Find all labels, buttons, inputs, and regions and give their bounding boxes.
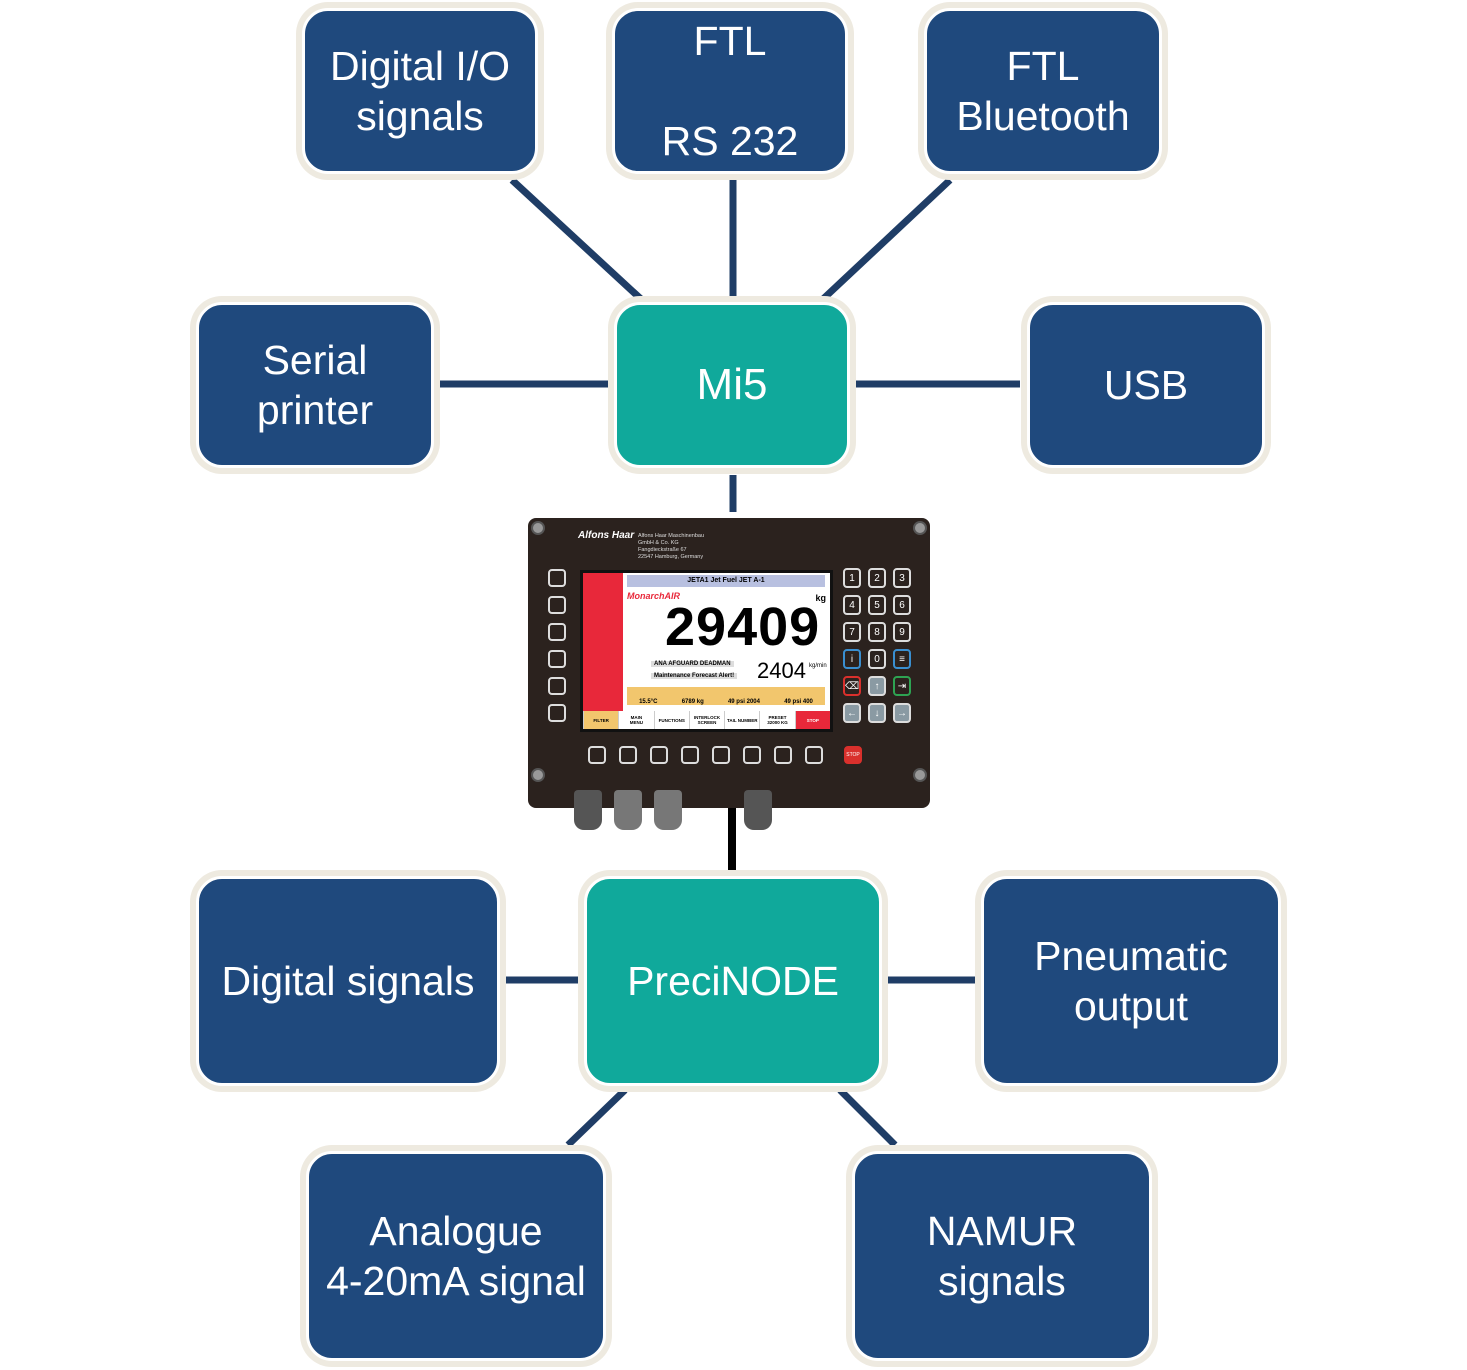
node-ftl-rs232: FTL RS 232 (612, 8, 848, 174)
keypad-key[interactable]: 6 (893, 595, 911, 615)
node-pneumatic-output: Pneumatic output (981, 876, 1281, 1086)
keypad-key[interactable]: 5 (868, 595, 886, 615)
alert-text: Maintenance Forecast Alert! (651, 673, 738, 679)
hose-2-status: 49 psi 400 (784, 699, 813, 705)
bottom-softkey[interactable] (650, 746, 668, 764)
keypad-key[interactable]: 1 (843, 568, 861, 588)
screw-icon (531, 521, 545, 535)
functions-button[interactable]: FUNCTIONS (653, 711, 689, 729)
node-usb: USB (1027, 302, 1265, 468)
bottom-softkey[interactable] (774, 746, 792, 764)
side-softkey[interactable] (548, 623, 566, 641)
side-softkey[interactable] (548, 650, 566, 668)
keypad-key[interactable]: 0 (868, 649, 886, 669)
screw-icon (531, 768, 545, 782)
cable-gland (614, 790, 642, 830)
bottom-softkey[interactable] (805, 746, 823, 764)
keypad-key[interactable]: ≡ (893, 649, 911, 669)
flow-rate-unit: kg/min (809, 663, 827, 669)
line-analogue (565, 1087, 628, 1148)
bottom-softkey[interactable] (588, 746, 606, 764)
node-analogue: Analogue 4-20mA signal (306, 1151, 606, 1361)
node-precinode: PreciNODE (584, 876, 882, 1086)
filter-button[interactable]: FILTER (583, 711, 619, 729)
line-namur (837, 1087, 898, 1148)
bottom-softkey[interactable] (619, 746, 637, 764)
keypad-key[interactable]: i (843, 649, 861, 669)
screen-button-bar: FILTER MAIN MENU FUNCTIONS INTERLOCK SCR… (583, 711, 830, 729)
keypad-key[interactable]: 7 (843, 622, 861, 642)
bottom-softkey[interactable] (712, 746, 730, 764)
interlock-button[interactable]: INTERLOCK SCREEN (688, 711, 724, 729)
unit-label: kg (815, 593, 826, 603)
alfons-haar-logo: Alfons Haar (578, 530, 635, 541)
cable-gland (654, 790, 682, 830)
keypad-key[interactable]: 4 (843, 595, 861, 615)
info-bar: 15.5°C 6789 kg 49 psi 2004 49 psi 400 (627, 687, 825, 705)
keypad-key[interactable]: ⌫ (843, 676, 861, 696)
keypad-key[interactable]: 3 (893, 568, 911, 588)
node-digital-io: Digital I/O signals (302, 8, 538, 174)
stop-button[interactable]: STOP (844, 746, 862, 764)
screw-icon (913, 521, 927, 535)
node-serial-printer: Serial printer (196, 302, 434, 468)
device-screen: JETA1 Jet Fuel JET A-1 MonarchAIR kg 294… (580, 570, 833, 732)
keypad-key[interactable]: ↓ (868, 703, 886, 723)
status-flags: ANA AFGUARD DEADMAN (651, 661, 734, 667)
keypad-key[interactable]: ↑ (868, 676, 886, 696)
inventory: 6789 kg (681, 699, 704, 705)
flow-rate: 2404 (757, 658, 806, 683)
side-softkey[interactable] (548, 704, 566, 722)
node-namur: NAMUR signals (852, 1151, 1152, 1361)
line-bluetooth (819, 177, 953, 303)
tail-number-button[interactable]: TAIL NUMBER (724, 711, 759, 729)
node-ftl-bluetooth: FTL Bluetooth (924, 8, 1162, 174)
line-digital-io (509, 177, 645, 303)
node-mi5: Mi5 (614, 302, 850, 468)
product-title: JETA1 Jet Fuel JET A-1 (627, 575, 825, 587)
stop-screen-button[interactable]: STOP (794, 711, 830, 729)
mi5-device: Alfons Haar Alfons Haar Maschinenbau Gmb… (528, 518, 930, 830)
bottom-softkey[interactable] (743, 746, 761, 764)
temperature: 15.5°C (639, 699, 658, 705)
node-digital-signals: Digital signals (196, 876, 500, 1086)
manufacturer-address: Alfons Haar Maschinenbau GmbH & Co. KG F… (638, 533, 705, 560)
cable-gland (574, 790, 602, 830)
keypad-key[interactable]: ⇥ (893, 676, 911, 696)
screw-icon (913, 768, 927, 782)
side-softkey[interactable] (548, 596, 566, 614)
side-softkey[interactable] (548, 569, 566, 587)
keypad-key[interactable]: → (893, 703, 911, 723)
keypad-key[interactable]: ← (843, 703, 861, 723)
side-softkey[interactable] (548, 677, 566, 695)
main-menu-button[interactable]: MAIN MENU (618, 711, 653, 729)
keypad-key[interactable]: 8 (868, 622, 886, 642)
cable-gland (744, 790, 772, 830)
total-readout: 29409 (665, 597, 821, 657)
preset-button[interactable]: PRESET 32000 KG (759, 711, 794, 729)
side-panel (583, 573, 623, 711)
hose-1-status: 49 psi 2004 (727, 699, 760, 705)
keypad-key[interactable]: 2 (868, 568, 886, 588)
keypad-key[interactable]: 9 (893, 622, 911, 642)
brand-logo: MonarchAIR (627, 591, 681, 601)
bottom-softkey[interactable] (681, 746, 699, 764)
